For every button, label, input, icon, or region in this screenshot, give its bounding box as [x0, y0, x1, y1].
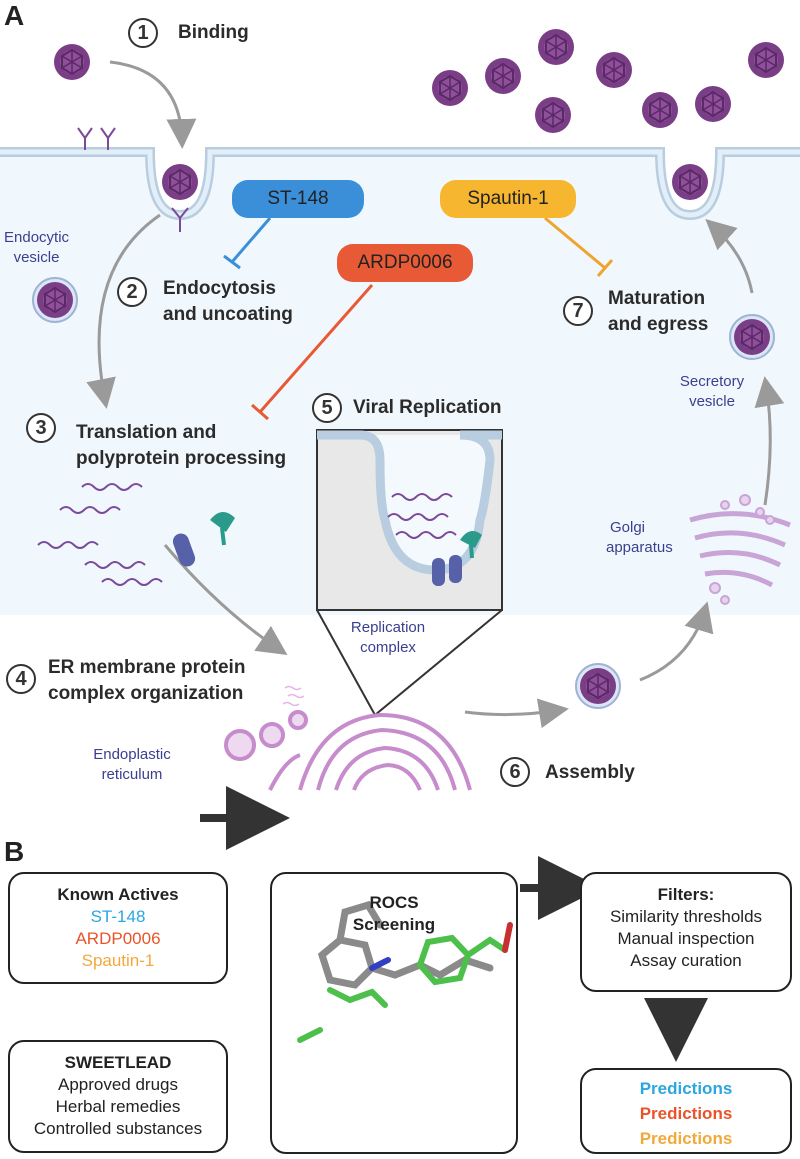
molecule-overlay-graphic	[297, 900, 513, 1043]
step-4-label: ER membrane protein complex organization	[48, 655, 245, 707]
sweetlead-title: SWEETLEAD	[64, 1053, 172, 1072]
known-active-ardp0006: ARDP0006	[75, 929, 161, 948]
step-5-number: 5	[312, 393, 342, 423]
filter-item: Assay curation	[630, 951, 742, 970]
panel-letter-b: B	[4, 836, 25, 867]
prediction-blue: Predictions	[639, 1079, 733, 1098]
step-3-label-line1: Translation and	[76, 422, 217, 443]
step-6-number: 6	[500, 757, 530, 787]
receptor-icon	[77, 127, 189, 232]
known-active-st148: ST-148	[90, 907, 146, 926]
known-actives-box: Known Actives ST-148 ARDP0006 Spautin-1	[8, 872, 228, 984]
step-2-label-line1: Endocytosis	[163, 278, 276, 299]
filters-title: Filters:	[657, 885, 715, 904]
step-1-label: Binding	[178, 22, 249, 43]
step-1-number: 1	[128, 18, 158, 48]
panel-letter-a: A	[4, 0, 25, 31]
sweetlead-box: SWEETLEAD Approved drugs Herbal remedies…	[8, 1040, 228, 1153]
er-graphic	[224, 710, 472, 791]
step-7-label-line2: and egress	[608, 314, 709, 335]
step-2-label: Endocytosis and uncoating	[163, 276, 293, 328]
golgi-graphic	[689, 511, 791, 588]
endocytic-vesicle-label: Endocytic vesicle	[4, 229, 70, 266]
filters-box: Filters: Similarity thresholds Manual in…	[580, 872, 792, 992]
st148-inhibitor-pill: ST-148	[232, 180, 364, 218]
filter-item: Similarity thresholds	[609, 907, 763, 926]
rocs-screening-box: ROCS Screening	[270, 872, 518, 1154]
step-7-number: 7	[563, 296, 593, 326]
step-4-number: 4	[6, 664, 36, 694]
spautin1-inhibitor-pill: Spautin-1	[440, 180, 576, 218]
ardp0006-inhibitor-pill: ARDP0006	[337, 244, 473, 282]
step-3-label-line2: polyprotein processing	[76, 448, 287, 469]
prediction-orange: Predictions	[639, 1129, 733, 1148]
step-3-label: Translation and polyprotein processing	[76, 420, 286, 472]
known-actives-title: Known Actives	[57, 885, 179, 904]
step-2-label-line2: and uncoating	[163, 304, 293, 325]
endoplastic-reticulum-label: Endoplastic reticulum	[93, 746, 171, 783]
sweetlead-item: Controlled substances	[33, 1119, 203, 1138]
known-active-spautin1: Spautin-1	[81, 951, 155, 970]
predictions-box: Predictions Predictions Predictions	[580, 1068, 792, 1154]
secretory-vesicle-label: Secretory vesicle	[679, 373, 745, 410]
golgi-apparatus-label: Golgi apparatus	[606, 519, 673, 556]
filter-item: Manual inspection	[617, 929, 755, 948]
step-5-label: Viral Replication	[353, 397, 502, 418]
replication-complex-label: Replication complex	[350, 619, 426, 656]
step-3-number: 3	[26, 413, 56, 443]
prediction-red: Predictions	[639, 1104, 733, 1123]
step-7-label: Maturation and egress	[608, 286, 708, 338]
step-4-label-line2: complex organization	[48, 683, 244, 704]
rocs-title-line2: Screening	[352, 915, 436, 934]
sweetlead-item: Approved drugs	[57, 1075, 179, 1094]
rocs-title-line1: ROCS	[369, 893, 419, 912]
step-6-label: Assembly	[545, 762, 635, 783]
step-4-label-line1: ER membrane protein	[48, 657, 246, 678]
sweetlead-item: Herbal remedies	[55, 1097, 181, 1116]
step-7-label-line1: Maturation	[608, 288, 706, 309]
step-2-number: 2	[117, 277, 147, 307]
